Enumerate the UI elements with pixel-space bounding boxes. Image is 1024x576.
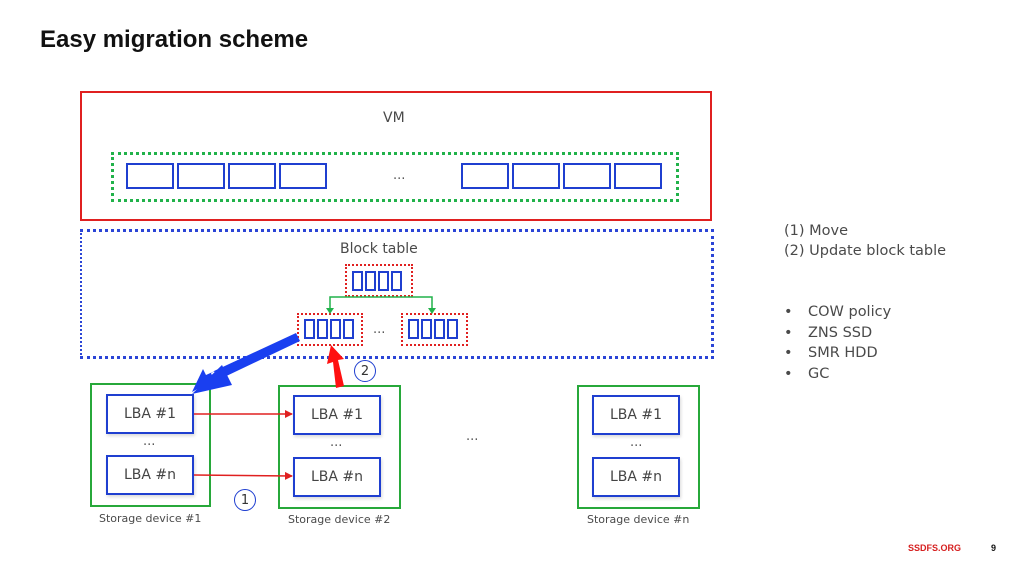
lba-move-arrow-last	[193, 471, 293, 480]
update-arrow	[327, 345, 344, 388]
block-table-box	[80, 229, 714, 359]
tree-connector-right	[379, 296, 433, 312]
lba-first-box: LBA #1	[293, 395, 381, 435]
move-arrow-shaft	[214, 333, 300, 380]
vm-block	[461, 163, 509, 189]
block-table-entry	[343, 319, 354, 339]
legend-move: (1) Move	[784, 223, 849, 239]
block-table-right-node	[401, 313, 468, 346]
lba-ellipsis: ...	[330, 435, 343, 450]
footer-brand[interactable]: SSDFS.ORG	[908, 543, 962, 553]
move-arrow-head	[192, 365, 232, 394]
lba-ellipsis: ...	[630, 435, 643, 450]
block-table-entry	[317, 319, 328, 339]
storage-device-n	[577, 385, 700, 509]
use-case-item: •GC	[784, 365, 830, 382]
page-number: 9	[991, 543, 997, 553]
block-table-entry	[421, 319, 432, 339]
vm-block-group	[111, 152, 679, 202]
vm-block	[279, 163, 327, 189]
block-table-entry	[304, 319, 315, 339]
block-table-root-node	[345, 264, 413, 297]
tree-arrowhead-left	[326, 308, 334, 314]
storage-device-1	[90, 383, 211, 507]
block-table-entry	[330, 319, 341, 339]
block-table-entry	[447, 319, 458, 339]
vm-label: VM	[383, 110, 405, 126]
lba-last-box: LBA #n	[106, 455, 194, 495]
block-table-entry	[408, 319, 419, 339]
vm-block	[177, 163, 225, 189]
lba-first-box: LBA #1	[592, 395, 680, 435]
vm-block	[126, 163, 174, 189]
use-case-list: •COW policy •ZNS SSD •SMR HDD •GC	[784, 302, 891, 384]
lba-ellipsis: ...	[143, 434, 156, 449]
storage-device-label: Storage device #2	[288, 513, 391, 526]
vm-block	[614, 163, 662, 189]
vm-ellipsis: ...	[393, 168, 406, 183]
tree-connector-left	[329, 296, 379, 312]
block-table-ellipsis: ...	[373, 322, 386, 337]
step-2-marker: 2	[354, 360, 376, 382]
devices-ellipsis: ...	[466, 429, 479, 444]
lba-first-box: LBA #1	[106, 394, 194, 434]
block-table-entry	[391, 271, 402, 291]
step-1-marker: 1	[234, 489, 256, 511]
block-table-entry	[378, 271, 389, 291]
use-case-item: •ZNS SSD	[784, 324, 873, 341]
page-title: Easy migration scheme	[40, 26, 309, 53]
lba-last-box: LBA #n	[293, 457, 381, 497]
use-case-item: •SMR HDD	[784, 345, 878, 361]
vm-box	[80, 91, 712, 221]
storage-device-label: Storage device #1	[99, 512, 202, 525]
block-table-entry	[365, 271, 376, 291]
vm-block	[228, 163, 276, 189]
legend-update: (2) Update block table	[784, 243, 947, 259]
storage-device-label: Storage device #n	[587, 513, 690, 526]
block-table-entry	[434, 319, 445, 339]
vm-block	[512, 163, 560, 189]
use-case-item: •COW policy	[784, 304, 892, 320]
block-table-entry	[352, 271, 363, 291]
vm-block	[563, 163, 611, 189]
block-table-label: Block table	[340, 241, 418, 257]
lba-last-box: LBA #n	[592, 457, 680, 497]
tree-arrowhead-right	[428, 308, 436, 314]
